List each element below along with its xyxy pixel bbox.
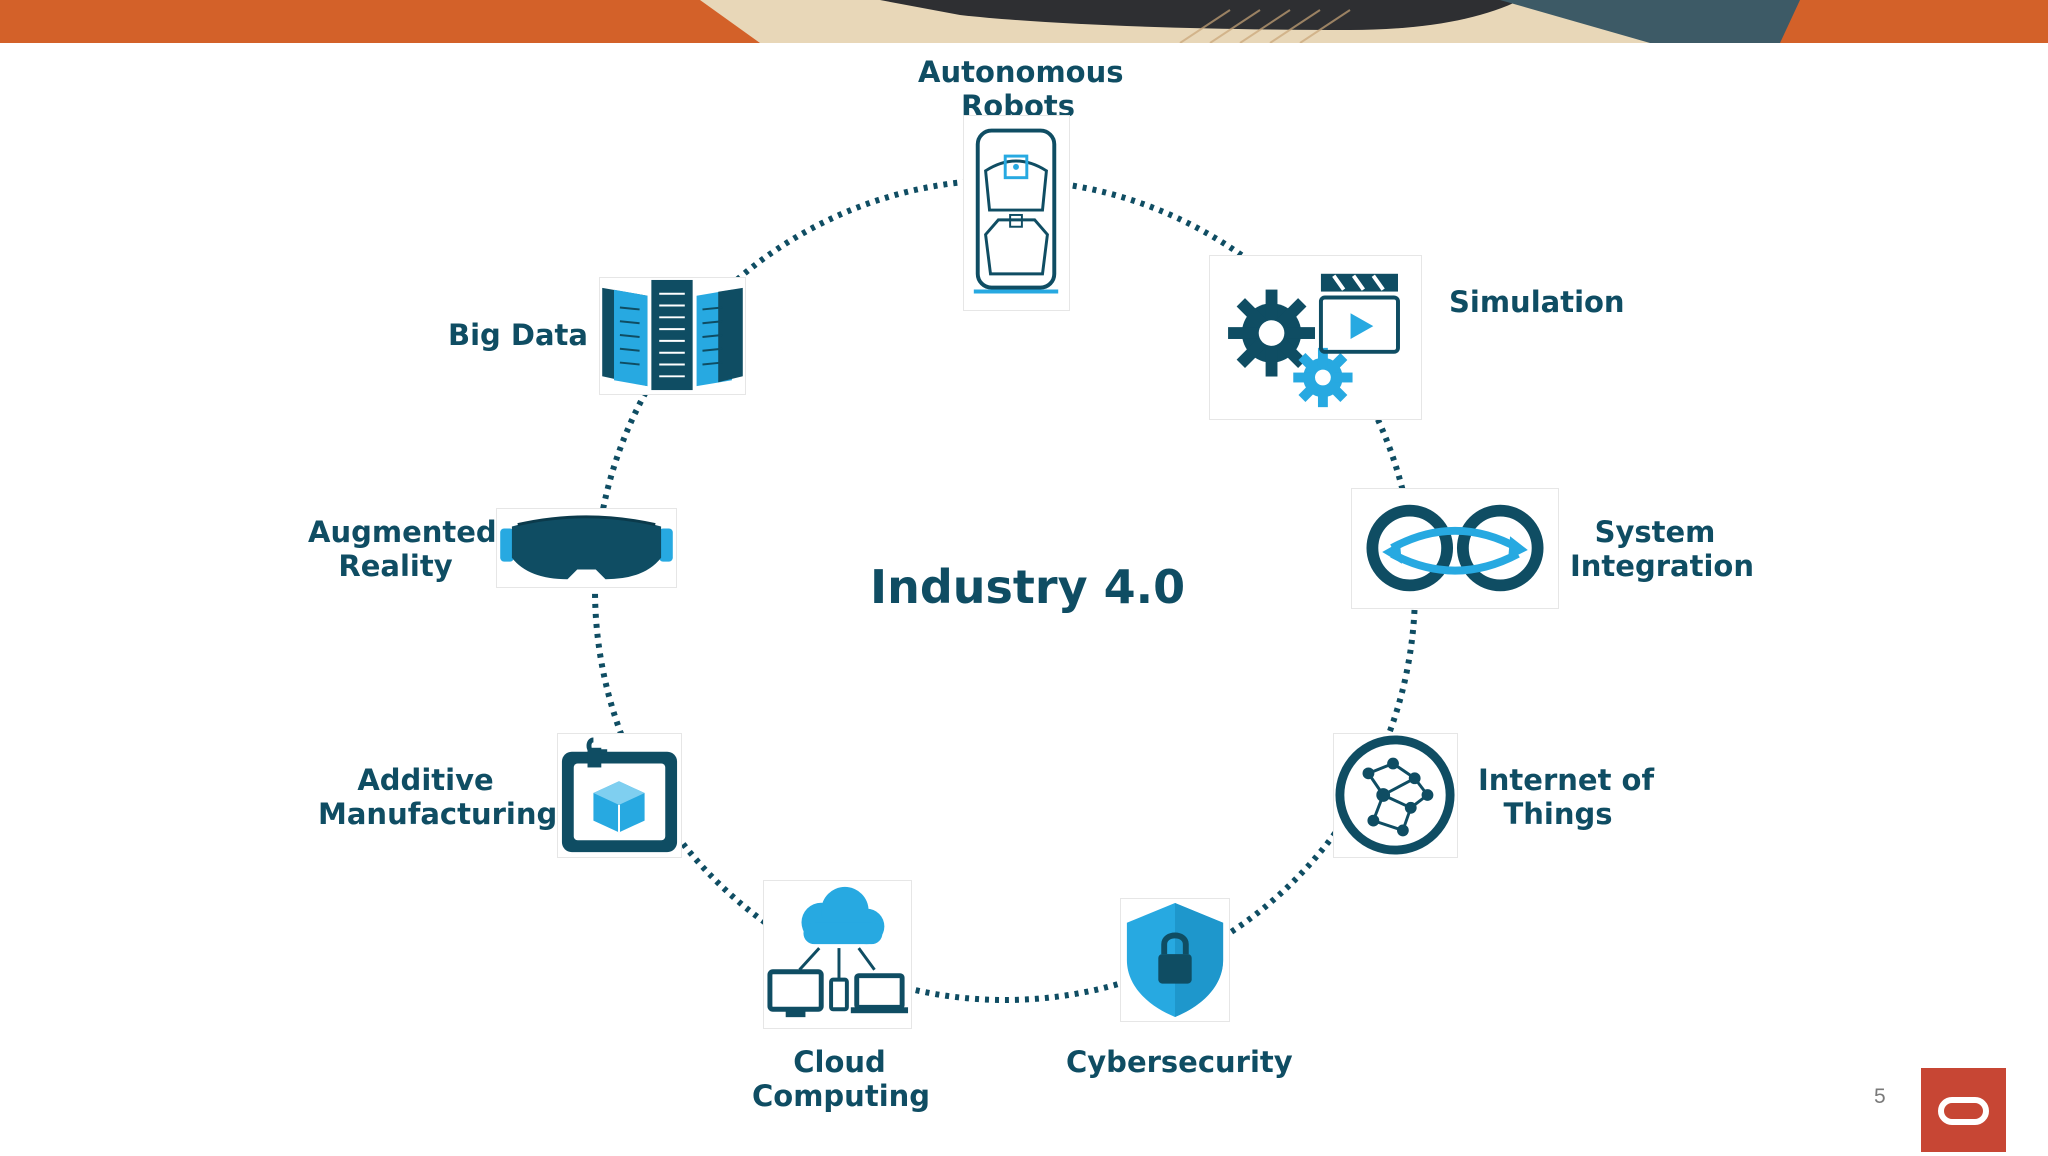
- gears-clapperboard-icon: [1209, 255, 1422, 420]
- label-line: Integration: [1570, 549, 1754, 583]
- label-cybersecurity: Cybersecurity: [1066, 1045, 1293, 1079]
- vr-headset-icon: [496, 508, 677, 588]
- label-line: Reality: [338, 549, 453, 583]
- label-line: Internet of: [1478, 763, 1655, 797]
- label-system-integration: System Integration: [1570, 515, 1754, 583]
- header-banner-image: [0, 0, 2048, 43]
- network-globe-icon: [1333, 733, 1458, 858]
- label-line: Things: [1503, 797, 1613, 831]
- label-big-data: Big Data: [448, 318, 588, 352]
- label-line: Augmented: [308, 515, 497, 549]
- label-autonomous-robots: Autonomous Robots: [918, 55, 1124, 123]
- cloud-devices-icon: [763, 880, 912, 1029]
- label-additive-manufacturing: Additive Manufacturing: [318, 763, 558, 831]
- oracle-logo: [1921, 1068, 2006, 1152]
- label-line: Computing: [752, 1079, 931, 1113]
- label-cloud-computing: Cloud Computing: [752, 1045, 931, 1113]
- label-line: Manufacturing: [318, 797, 558, 831]
- label-line: System: [1594, 515, 1716, 549]
- label-line: Simulation: [1449, 285, 1625, 319]
- label-line: Autonomous: [918, 55, 1124, 89]
- server-racks-icon: [599, 277, 746, 395]
- page-number: 5: [1874, 1085, 1886, 1108]
- label-internet-of-things: Internet of Things: [1478, 763, 1655, 831]
- label-line: Additive: [357, 763, 494, 797]
- linked-rings-icon: [1351, 488, 1559, 609]
- label-line: Big Data: [448, 318, 588, 352]
- label-line: Cloud: [793, 1045, 886, 1079]
- shield-lock-icon: [1120, 898, 1230, 1022]
- oracle-logo-icon: [1938, 1097, 1989, 1125]
- diagram-title: Industry 4.0: [870, 560, 1186, 614]
- label-simulation: Simulation: [1449, 285, 1625, 319]
- label-augmented-reality: Augmented Reality: [308, 515, 497, 583]
- autonomous-vehicle-icon: [963, 115, 1070, 311]
- 3d-printer-icon: [557, 733, 682, 858]
- label-line: Cybersecurity: [1066, 1045, 1293, 1079]
